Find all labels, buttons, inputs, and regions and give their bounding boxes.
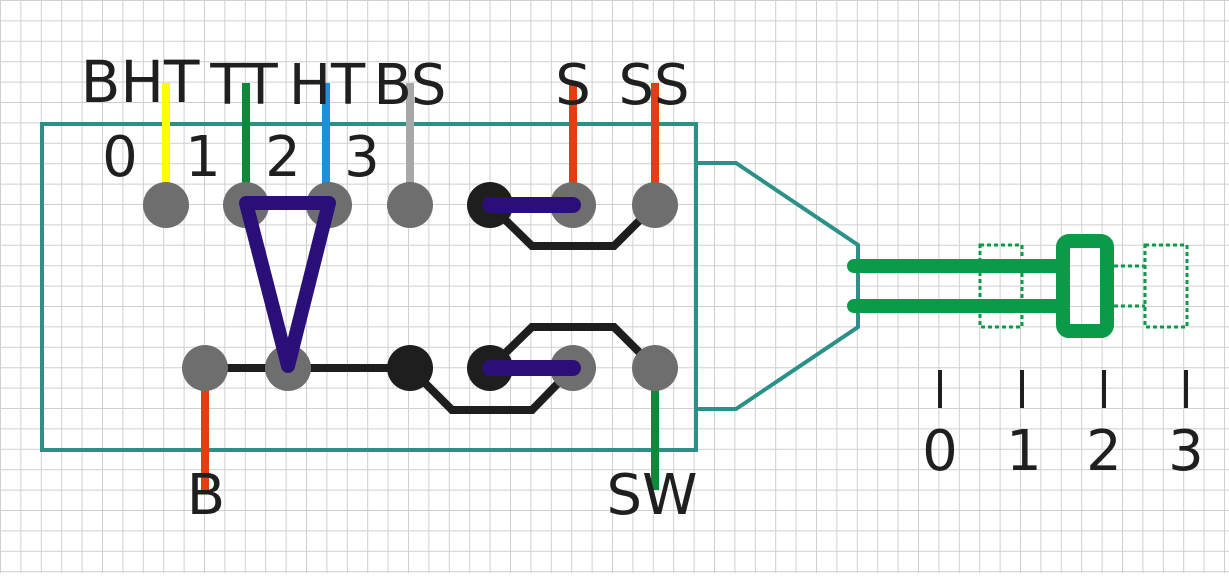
lever-ghost-position-3 (1143, 243, 1189, 329)
inner-position-3: 3 (344, 125, 380, 190)
lever-position-3: 3 (1168, 419, 1204, 484)
contact-sw (632, 345, 678, 391)
lever-assembly (847, 234, 1189, 338)
wiper-bridge-triangle (239, 196, 336, 373)
label-s: S (555, 53, 591, 118)
contact-3 (387, 182, 433, 228)
inner-position-0: 0 (102, 125, 138, 190)
trace-upper-bridge-to-ss (487, 202, 658, 250)
contact-ss (632, 182, 678, 228)
label-b: B (187, 463, 225, 528)
trace-lower-loop (407, 365, 576, 414)
contact-0 (143, 182, 189, 228)
label-bht: BHT (81, 48, 200, 116)
inner-position-1: 1 (185, 125, 221, 190)
label-bs: BS (374, 53, 447, 118)
trace-lower-bridge-to-sw (487, 323, 658, 371)
switch-body-outline (40, 122, 698, 452)
inner-position-2: 2 (265, 125, 301, 190)
lever-ghost-position-1 (978, 243, 1024, 329)
label-tt: TT (209, 53, 278, 118)
contact-b (182, 345, 228, 391)
label-ht: HT (289, 53, 366, 118)
lever-position-0: 0 (922, 419, 958, 484)
lever-position-2: 2 (1086, 419, 1122, 484)
contact-lower-common (387, 345, 433, 391)
label-ss: SS (618, 53, 689, 118)
lever-position-1: 1 (1006, 419, 1042, 484)
lever-handle-position-2 (1056, 234, 1114, 338)
shaft-housing-outline (696, 161, 860, 411)
label-sw: SW (607, 463, 698, 528)
